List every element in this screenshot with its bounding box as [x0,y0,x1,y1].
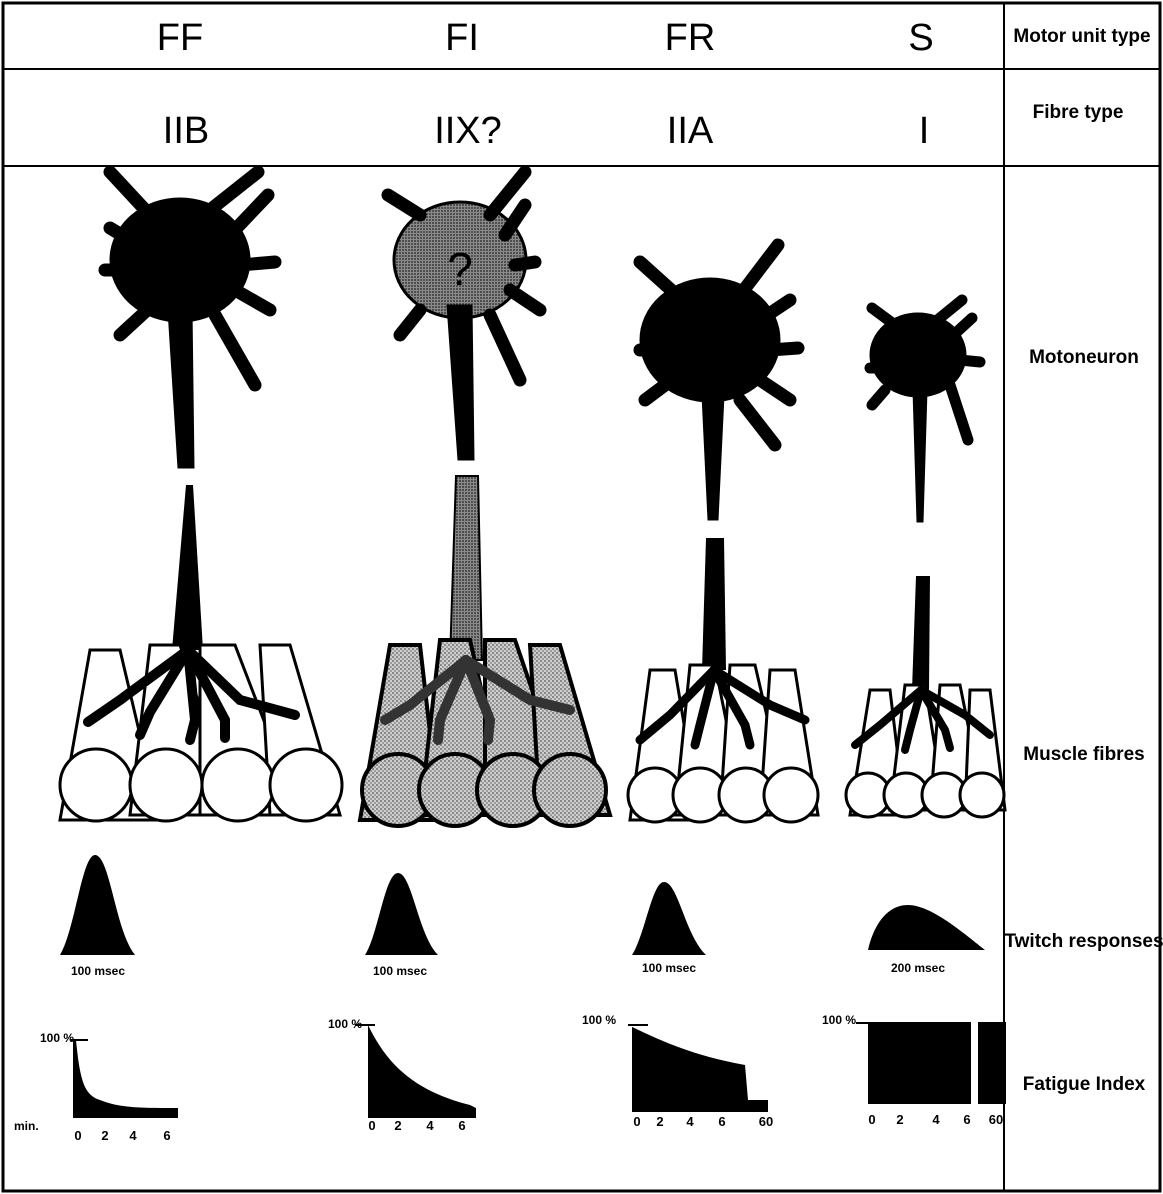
axon-ff [172,485,203,650]
fatigue-percent-s: 100 % [822,1013,856,1027]
fatigue-s-tick-0: 0 [868,1112,875,1127]
fibre-type-fi: IIX? [434,110,502,152]
row-label-fatigue-index: Fatigue Index [1023,1074,1146,1095]
twitch-label-ff: 100 msec [71,964,125,978]
fatigue-s-tick-60: 60 [989,1112,1003,1127]
fibre-type-row: IIB IIX? IIA I Fibre type [163,102,1124,152]
fibre-type-fr: IIA [667,110,714,152]
fatigue-fr-tick-6: 6 [718,1114,725,1129]
row-label-motor-unit-type: Motor unit type [1013,26,1150,47]
fatigue-fr-tick-4: 4 [686,1114,694,1129]
fibre-type-s: I [919,110,930,152]
motor-unit-type-fi: FI [445,17,479,59]
fatigue-ff-tick-4: 4 [129,1128,137,1143]
fatigue-fr: 100 % 0 2 4 6 60 [582,1013,773,1129]
fatigue-ff-tick-6: 6 [163,1128,170,1143]
motoneuron-fr [640,245,798,520]
fatigue-fi: 100 % 0 2 4 6 [328,1017,476,1133]
fatigue-percent-fr: 100 % [582,1013,616,1027]
motor-unit-type-row: FF FI FR S Motor unit type [157,17,1151,59]
twitch-ff [60,855,135,955]
fibre-type-ff: IIB [163,110,209,152]
muscle-fibres-fr [628,665,818,822]
row-label-fibre-type: Fibre type [1033,102,1124,123]
fatigue-min-label: min. [14,1119,39,1133]
question-mark: ? [447,243,473,295]
fatigue-s-tick-4: 4 [932,1112,940,1127]
row-label-motoneuron: Motoneuron [1029,347,1139,368]
twitch-s [868,905,985,950]
fatigue-fi-tick-2: 2 [394,1118,401,1133]
fatigue-s-tick-2: 2 [896,1112,903,1127]
twitch-fi [365,873,438,955]
muscle-fibres-fi [360,640,610,826]
motoneuron-s [870,300,980,522]
axon-s [912,576,930,690]
fatigue-ff: 100 % min. 0 2 4 6 [14,1031,178,1143]
motor-unit-type-fr: FR [665,17,716,59]
muscle-fibres-ff [60,645,342,821]
fatigue-ff-tick-2: 2 [101,1128,108,1143]
twitch-label-fr: 100 msec [642,961,696,975]
twitch-label-fi: 100 msec [373,964,427,978]
fatigue-s-tick-6: 6 [963,1112,970,1127]
axon-fr [702,538,726,670]
fatigue-ff-tick-0: 0 [74,1128,81,1143]
row-label-twitch-responses: Twitch responses [1004,931,1163,952]
motoneuron-ff [105,172,275,468]
motor-unit-type-s: S [908,17,933,59]
fatigue-fr-tick-2: 2 [656,1114,663,1129]
motor-unit-type-ff: FF [157,17,203,59]
fatigue-fi-tick-0: 0 [368,1118,375,1133]
twitch-responses: 100 msec 100 msec 100 msec 200 msec [60,855,985,978]
motoneuron-fi: ? [388,172,540,460]
twitch-fr [632,882,706,955]
fatigue-fi-tick-6: 6 [458,1118,465,1133]
row-label-muscle-fibres: Muscle fibres [1023,744,1144,765]
fatigue-index: 100 % min. 0 2 4 6 100 % 0 2 4 6 100 % 0 [14,1013,1006,1143]
fatigue-s: 100 % 0 2 4 6 60 [822,1013,1006,1127]
twitch-label-s: 200 msec [891,961,945,975]
muscle-fibres-s [846,685,1005,817]
fatigue-fi-tick-4: 4 [426,1118,434,1133]
fatigue-fr-tick-60: 60 [759,1114,773,1129]
fatigue-fr-tick-0: 0 [633,1114,640,1129]
fatigue-percent-ff: 100 % [40,1031,74,1045]
axon-fi [450,476,482,660]
